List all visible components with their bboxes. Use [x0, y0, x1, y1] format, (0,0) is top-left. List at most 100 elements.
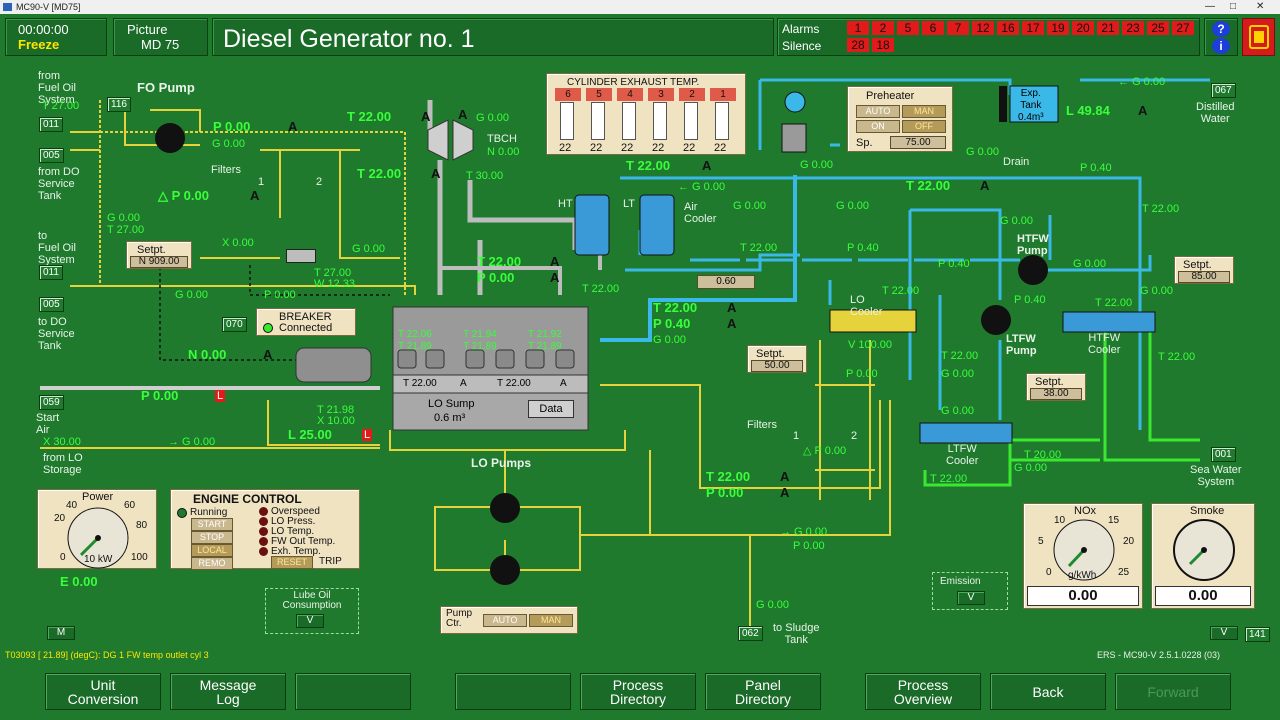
preheater-off-button[interactable]: OFF: [902, 120, 946, 133]
preheater-man-button[interactable]: MAN: [902, 105, 946, 118]
emission-button[interactable]: V: [957, 591, 985, 605]
fuel-g3: G 0.00: [175, 289, 209, 301]
silence-28[interactable]: 28: [847, 38, 869, 52]
clock-freeze-box[interactable]: 00:00:00 Freeze: [5, 18, 107, 56]
minimize-button[interactable]: —: [1205, 1, 1215, 12]
htfw-setpt-value[interactable]: 85.00: [1178, 271, 1230, 283]
htfw-setpt-label: Setpt.: [1183, 259, 1212, 271]
fo-pump-alarm: A: [288, 119, 298, 134]
alarm-17[interactable]: 17: [1022, 21, 1044, 35]
preheater-auto-button[interactable]: AUTO: [856, 105, 900, 118]
blank-button-1[interactable]: [295, 673, 411, 710]
ht-out-alarm: A: [727, 300, 737, 315]
alarm-20[interactable]: 20: [1072, 21, 1094, 35]
alarm-16[interactable]: 16: [997, 21, 1019, 35]
code-011-top[interactable]: 011: [39, 117, 63, 132]
code-011-bottom[interactable]: 011: [39, 265, 63, 280]
lo-alarm-2: A: [780, 485, 790, 500]
exhaust-bar-2: [684, 102, 698, 140]
lube-oil-button[interactable]: V: [296, 614, 324, 628]
fuel-setpoint[interactable]: Setpt. N 909.00: [126, 241, 192, 269]
m-button[interactable]: M: [47, 626, 75, 640]
process-directory-button[interactable]: Process Directory: [580, 673, 696, 710]
alarm-19[interactable]: 19: [1047, 21, 1069, 35]
preheater-sp-value[interactable]: 75.00: [890, 136, 946, 149]
help-icon[interactable]: ?: [1212, 21, 1230, 37]
start-button[interactable]: START: [191, 518, 233, 531]
ac-valve-value[interactable]: 0.60: [697, 275, 755, 289]
to-sludge-label: to Sludge Tank: [773, 622, 820, 646]
fuel-w: W 12.33: [314, 278, 355, 290]
lo-filter-dp: △ P 0.00: [803, 445, 847, 457]
exhaust-bar-3: [653, 102, 667, 140]
pump-auto-button[interactable]: AUTO: [483, 614, 527, 627]
alarm-23[interactable]: 23: [1122, 21, 1144, 35]
lo-cooler-t: T 22.00: [882, 285, 920, 297]
engine-control-title: ENGINE CONTROL: [193, 492, 302, 506]
unit-conversion-button[interactable]: Unit Conversion: [45, 673, 161, 710]
sea-g: G 0.00: [1014, 462, 1048, 474]
remo-button[interactable]: REMO: [191, 557, 233, 570]
alarms-label: Alarms: [782, 22, 820, 36]
smoke-value: 0.00: [1155, 586, 1251, 606]
message-log-button[interactable]: Message Log: [170, 673, 286, 710]
close-button[interactable]: ✕: [1256, 1, 1265, 12]
alarm-6[interactable]: 6: [922, 21, 944, 35]
filter-temp: T 22.00: [357, 166, 402, 181]
alarm-5[interactable]: 5: [897, 21, 919, 35]
lo-setpt-value[interactable]: 50.00: [751, 360, 803, 372]
lo-filter-2-label: 2: [851, 430, 858, 442]
tc-alarm-1: A: [421, 109, 431, 124]
cylinder-temp-1: T 22.06: [398, 329, 432, 340]
v-button[interactable]: V: [1210, 626, 1238, 640]
alarm-7[interactable]: 7: [947, 21, 969, 35]
exhaust-cyl-6: 6: [555, 88, 581, 101]
htfw-pump-label: HTFW Pump: [1017, 233, 1049, 257]
forward-button[interactable]: Forward: [1115, 673, 1231, 710]
maximize-button[interactable]: □: [1230, 1, 1237, 12]
code-116[interactable]: 116: [107, 97, 131, 112]
fuel-setpt-label: Setpt.: [137, 244, 166, 256]
fuel-setpt-value[interactable]: N 909.00: [130, 256, 188, 268]
process-overview-button[interactable]: Process Overview: [865, 673, 981, 710]
code-141[interactable]: 141: [1245, 627, 1270, 642]
running-label: Running: [190, 507, 228, 518]
crest-logo-icon: [1242, 18, 1275, 56]
cylinder-temp-6: T 21.89: [528, 341, 562, 352]
code-070[interactable]: 070: [222, 317, 247, 332]
data-button[interactable]: Data: [528, 400, 574, 418]
lo-cooler-setpoint[interactable]: Setpt. 50.00: [747, 345, 807, 373]
silence-18[interactable]: 18: [872, 38, 894, 52]
pump-man-button[interactable]: MAN: [529, 614, 573, 627]
air-cooler-label: Air Cooler: [684, 201, 717, 225]
ltfw-setpt-label: Setpt.: [1035, 376, 1064, 388]
alarm-25[interactable]: 25: [1147, 21, 1169, 35]
code-005-bottom[interactable]: 005: [39, 297, 64, 312]
local-button[interactable]: LOCAL: [191, 544, 233, 557]
htfw-p: P 0.40: [938, 258, 970, 270]
alarm-27[interactable]: 27: [1172, 21, 1194, 35]
exhaust-bar-4: [622, 102, 636, 140]
alarm-21[interactable]: 21: [1097, 21, 1119, 35]
fuel-t1: T 27.00: [107, 224, 145, 236]
code-005-top[interactable]: 005: [39, 148, 64, 163]
back-button[interactable]: Back: [990, 673, 1106, 710]
code-062[interactable]: 062: [738, 626, 763, 641]
blank-button-2[interactable]: [455, 673, 571, 710]
panel-directory-button[interactable]: Panel Directory: [705, 673, 821, 710]
alarm-12[interactable]: 12: [972, 21, 994, 35]
alarm-2[interactable]: 2: [872, 21, 894, 35]
code-001[interactable]: 001: [1211, 447, 1236, 462]
stop-button[interactable]: STOP: [191, 531, 233, 544]
exhaust-temp-2: 22: [683, 142, 696, 154]
ltfw-setpoint[interactable]: Setpt. 38.00: [1026, 373, 1086, 401]
info-icon[interactable]: i: [1212, 38, 1230, 54]
code-059[interactable]: 059: [39, 395, 64, 410]
reset-button[interactable]: RESET: [271, 556, 313, 569]
ht-out-g: G 0.00: [653, 334, 687, 346]
preheater-on-button[interactable]: ON: [856, 120, 900, 133]
alarm-1[interactable]: 1: [847, 21, 869, 35]
code-067[interactable]: 067: [1211, 83, 1236, 98]
ltfw-setpt-value[interactable]: 38.00: [1030, 388, 1082, 400]
htfw-setpoint[interactable]: Setpt. 85.00: [1174, 256, 1234, 284]
